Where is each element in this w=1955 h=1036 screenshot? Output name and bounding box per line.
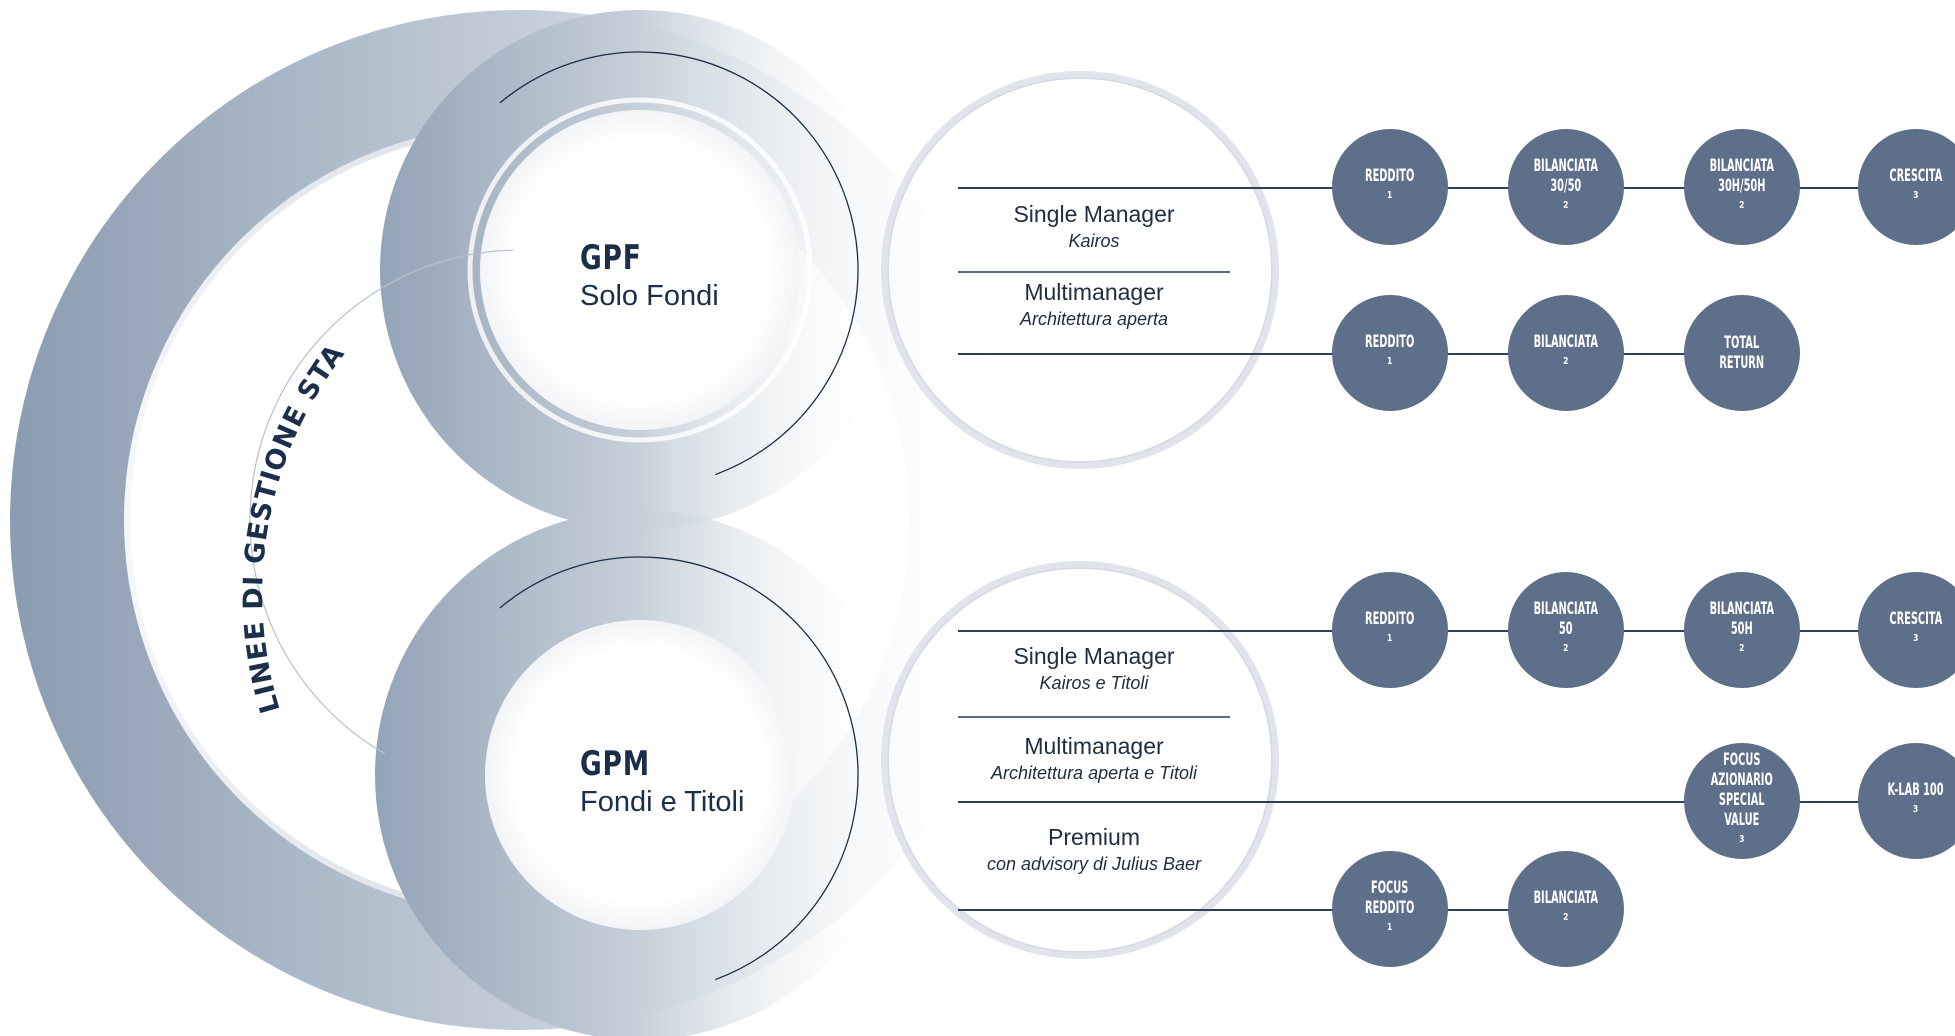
gpf-row-single-manager: Single Manager Kairos xyxy=(958,200,1230,254)
gpf-divider xyxy=(958,271,1230,273)
gpf-row-2-main: Multimanager xyxy=(1024,279,1164,305)
gpm-line-3 xyxy=(958,909,1538,911)
gpf-row-1-sub: Kairos xyxy=(1068,231,1120,251)
gpm-row-multimanager: Multimanager Architettura aperta e Titol… xyxy=(958,732,1230,786)
gpm-row-3-sub: con advisory di Julius Baer xyxy=(986,854,1202,874)
gpm-row-1-main: Single Manager xyxy=(1013,643,1175,669)
gpf-line-1 xyxy=(958,187,1955,189)
gpf-desc: Solo Fondi xyxy=(580,280,719,312)
gpf-code: GPF xyxy=(580,238,642,278)
gpm-line-2 xyxy=(958,801,1955,803)
gpf-rows-circle xyxy=(881,71,1279,469)
gpm-row-premium: Premium con advisory di Julius Baer xyxy=(958,823,1230,877)
gpm-label: GPM Fondi e Titoli xyxy=(580,744,744,820)
gpm-code: GPM xyxy=(580,744,650,784)
gpf-node-total-return: TOTAL RETURN xyxy=(1684,295,1800,411)
gpm-row-1-sub: Kairos e Titoli xyxy=(1039,673,1149,693)
gpm-row-3-main: Premium xyxy=(1047,824,1140,850)
gpf-row-multimanager: Multimanager Architettura aperta xyxy=(958,278,1230,332)
gpf-row-2-sub: Architettura aperta xyxy=(1019,309,1169,329)
gpm-row-single-manager: Single Manager Kairos e Titoli xyxy=(958,642,1230,696)
gpm-line-1 xyxy=(958,630,1955,632)
gpm-row-2-sub: Architettura aperta e Titoli xyxy=(991,763,1197,783)
gpm-divider xyxy=(958,716,1230,718)
gpf-node-7-label: TOTAL RETURN xyxy=(1719,333,1765,373)
gpm-rows-circle xyxy=(881,561,1279,959)
gpm-desc: Fondi e Titoli xyxy=(580,786,745,818)
gpm-row-2-main: Multimanager xyxy=(1024,733,1164,759)
gpf-row-1-main: Single Manager xyxy=(1013,201,1175,227)
gpf-label: GPF Solo Fondi xyxy=(580,238,719,314)
